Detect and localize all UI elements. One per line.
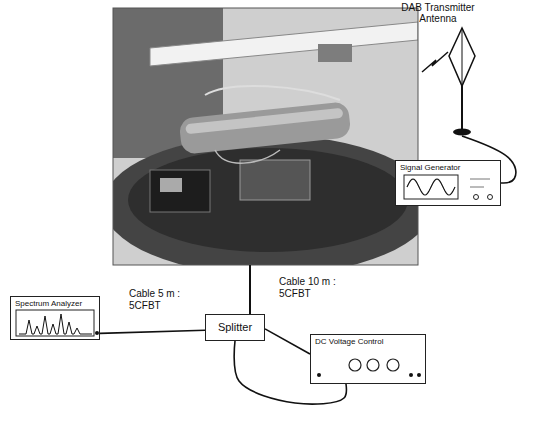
analyzer-screen bbox=[16, 310, 94, 336]
node-label: DAB Transmitter Antenna bbox=[391, 2, 485, 24]
spectrum-analyzer-box: Spectrum Analyzer bbox=[10, 296, 100, 340]
cable-label: Cable 10 m : 5CFBT bbox=[278, 276, 342, 299]
control-knob bbox=[387, 359, 399, 371]
control-knob bbox=[367, 359, 379, 371]
control-knob bbox=[349, 359, 361, 371]
splitter-box: Splitter bbox=[205, 314, 265, 341]
photo-wire bbox=[205, 86, 340, 100]
generator-screen bbox=[404, 175, 458, 199]
support-bar bbox=[150, 22, 418, 66]
terminal bbox=[417, 373, 421, 377]
node-label: Splitter bbox=[218, 321, 252, 333]
node-label: Signal Generator bbox=[400, 164, 460, 173]
antenna-element bbox=[449, 28, 475, 86]
signal-generator-box: Signal Generator bbox=[395, 160, 501, 206]
cable-connector bbox=[100, 330, 205, 333]
cylinder-body bbox=[179, 101, 352, 155]
radio-link-symbol bbox=[422, 52, 448, 72]
cable-label: Cable 5 m : 5CFBT bbox=[128, 288, 190, 311]
panel-marking bbox=[470, 187, 484, 188]
cylinder-highlight bbox=[185, 108, 343, 134]
circuit-board bbox=[150, 170, 210, 212]
output-jack bbox=[488, 195, 493, 200]
sine-wave bbox=[407, 179, 455, 195]
antenna-base bbox=[453, 129, 471, 136]
cable-10m bbox=[249, 265, 251, 314]
photo-ground bbox=[113, 8, 418, 265]
photo-frame bbox=[113, 8, 418, 265]
cable-connector bbox=[265, 329, 310, 354]
base-plate-inner bbox=[128, 148, 408, 252]
antenna-symbol: DAB Transmitter Antenna bbox=[385, 2, 491, 136]
spectrum-trace bbox=[19, 314, 92, 334]
input-port bbox=[95, 331, 99, 335]
dc-voltage-control-box: DC Voltage Control bbox=[310, 334, 426, 384]
device-box bbox=[240, 160, 310, 200]
node-label: DC Voltage Control bbox=[315, 338, 383, 347]
terminal bbox=[409, 373, 413, 377]
photo-wire bbox=[215, 150, 280, 163]
base-plate bbox=[113, 135, 418, 265]
terminal bbox=[317, 373, 321, 377]
receiver-module bbox=[318, 44, 352, 62]
output-jack bbox=[474, 195, 479, 200]
node-label: Spectrum Analyzer bbox=[15, 300, 82, 309]
antenna-pole bbox=[461, 86, 463, 130]
antenna-feed bbox=[462, 28, 463, 86]
panel-marking bbox=[470, 179, 490, 180]
board-chip bbox=[160, 178, 182, 192]
